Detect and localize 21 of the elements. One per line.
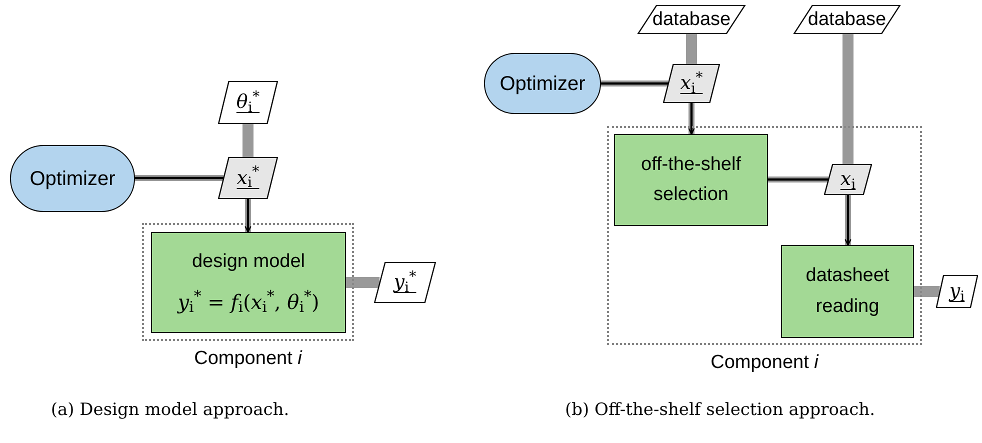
process-box: off-the-shelf selection bbox=[614, 134, 768, 226]
process-box: design model y$_{i}$$^{*}$ = f$_{i}$(x$_{i}$$^{*}$, θ$_{i}$$^{*}$) bbox=[151, 232, 346, 333]
process-box: datasheet reading bbox=[781, 245, 914, 338]
data-parallelogram: y$_{i}$ bbox=[936, 275, 978, 308]
process-arrow bbox=[844, 195, 852, 246]
data-parallelogram: database bbox=[793, 5, 901, 34]
process-arrow bbox=[688, 103, 695, 135]
process-arrow bbox=[244, 199, 252, 233]
figure-caption: (b) Off-the-shelf selection approach. bbox=[564, 399, 876, 422]
data-parallelogram: database bbox=[637, 5, 746, 34]
data-flow-line bbox=[914, 286, 940, 297]
data-parallelogram: x$_{i}$ bbox=[824, 164, 872, 195]
group-title: Component i bbox=[710, 351, 820, 375]
terminal-node: Optimizer bbox=[10, 145, 135, 212]
group-title: Component i bbox=[193, 347, 304, 371]
figure-caption: (a) Design model approach. bbox=[50, 399, 290, 422]
terminal-node: Optimizer bbox=[484, 53, 601, 114]
data-flow-line bbox=[686, 34, 697, 64]
data-flow-line bbox=[842, 34, 854, 164]
data-flow-line bbox=[242, 124, 254, 157]
data-flow-line bbox=[346, 277, 380, 288]
